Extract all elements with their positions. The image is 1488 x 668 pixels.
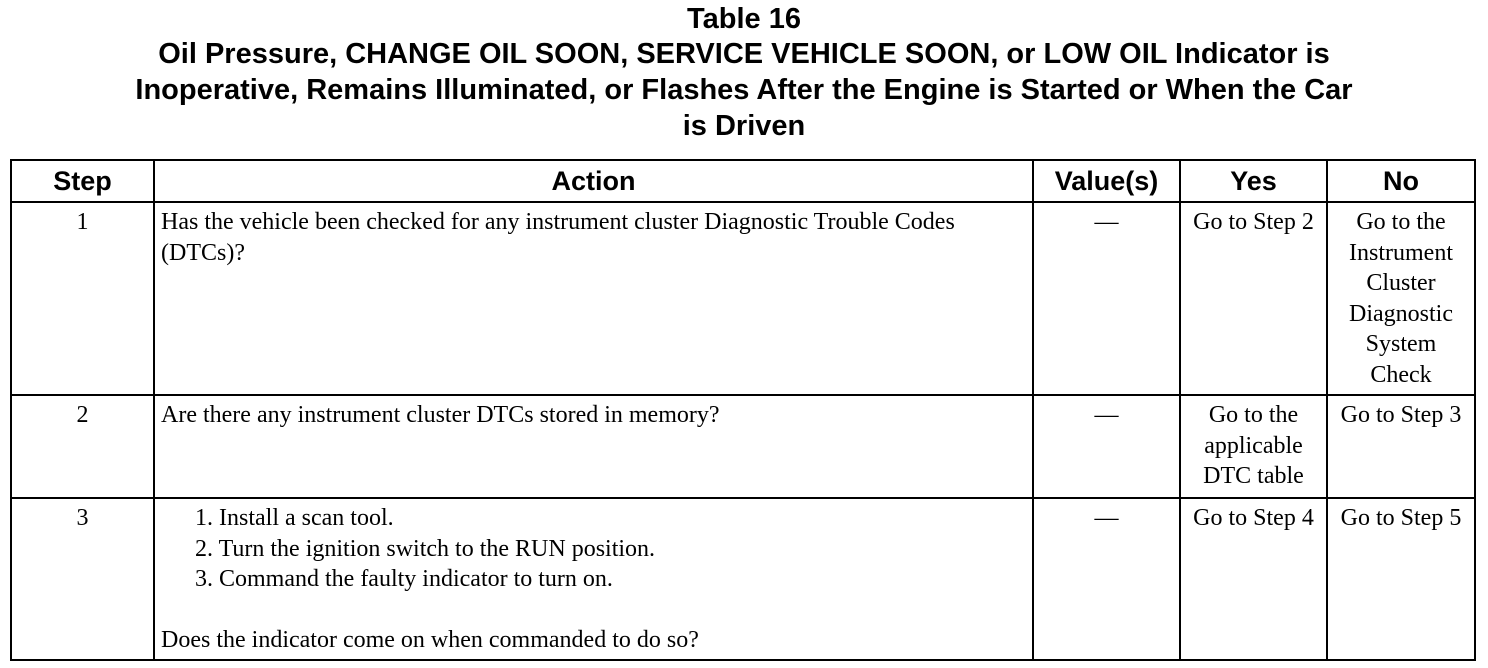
- header-yes: Yes: [1179, 159, 1328, 203]
- diagnostic-table: Step Action Value(s) Yes No 1 Has the ve…: [10, 159, 1476, 661]
- values-cell: —: [1032, 497, 1181, 661]
- yes-cell: Go to Step 4: [1179, 497, 1328, 661]
- step-cell: 2: [10, 394, 155, 499]
- table-title-line-2: Inoperative, Remains Illuminated, or Fla…: [135, 74, 1353, 106]
- yes-cell: Go to Step 2: [1179, 201, 1328, 396]
- substep-list: 1. Install a scan tool. 2. Turn the igni…: [161, 503, 1026, 595]
- action-cell: Has the vehicle been checked for any ins…: [153, 201, 1034, 396]
- table-row: 3 1. Install a scan tool. 2. Turn the ig…: [10, 497, 1476, 661]
- header-action: Action: [153, 159, 1034, 203]
- values-cell: —: [1032, 201, 1181, 396]
- table-title-line-1: Oil Pressure, CHANGE OIL SOON, SERVICE V…: [158, 38, 1330, 70]
- action-question: Does the indicator come on when commande…: [161, 626, 699, 653]
- action-cell: 1. Install a scan tool. 2. Turn the igni…: [153, 497, 1034, 661]
- table-header-row: Step Action Value(s) Yes No: [10, 159, 1476, 203]
- action-cell: Are there any instrument cluster DTCs st…: [153, 394, 1034, 499]
- table-title-line-3: is Driven: [682, 110, 806, 142]
- header-step: Step: [10, 159, 155, 203]
- substep-item: 1. Install a scan tool.: [195, 505, 394, 531]
- step-cell: 3: [10, 497, 155, 661]
- substep-item: 3. Command the faulty indicator to turn …: [195, 566, 613, 592]
- no-cell: Go to Step 3: [1326, 394, 1476, 499]
- header-values: Value(s): [1032, 159, 1181, 203]
- table-row: 2 Are there any instrument cluster DTCs …: [10, 394, 1476, 499]
- values-cell: —: [1032, 394, 1181, 499]
- substep-item: 2. Turn the ignition switch to the RUN p…: [195, 535, 656, 562]
- yes-cell: Go to the applicable DTC table: [1179, 394, 1328, 499]
- no-cell: Go to the Instrument Cluster Diagnostic …: [1326, 201, 1476, 396]
- table-title-block: Table 16 Oil Pressure, CHANGE OIL SOON, …: [0, 2, 1488, 144]
- no-cell: Go to Step 5: [1326, 497, 1476, 661]
- table-row: 1 Has the vehicle been checked for any i…: [10, 201, 1476, 396]
- step-cell: 1: [10, 201, 155, 396]
- table-number: Table 16: [687, 3, 801, 35]
- header-no: No: [1326, 159, 1476, 203]
